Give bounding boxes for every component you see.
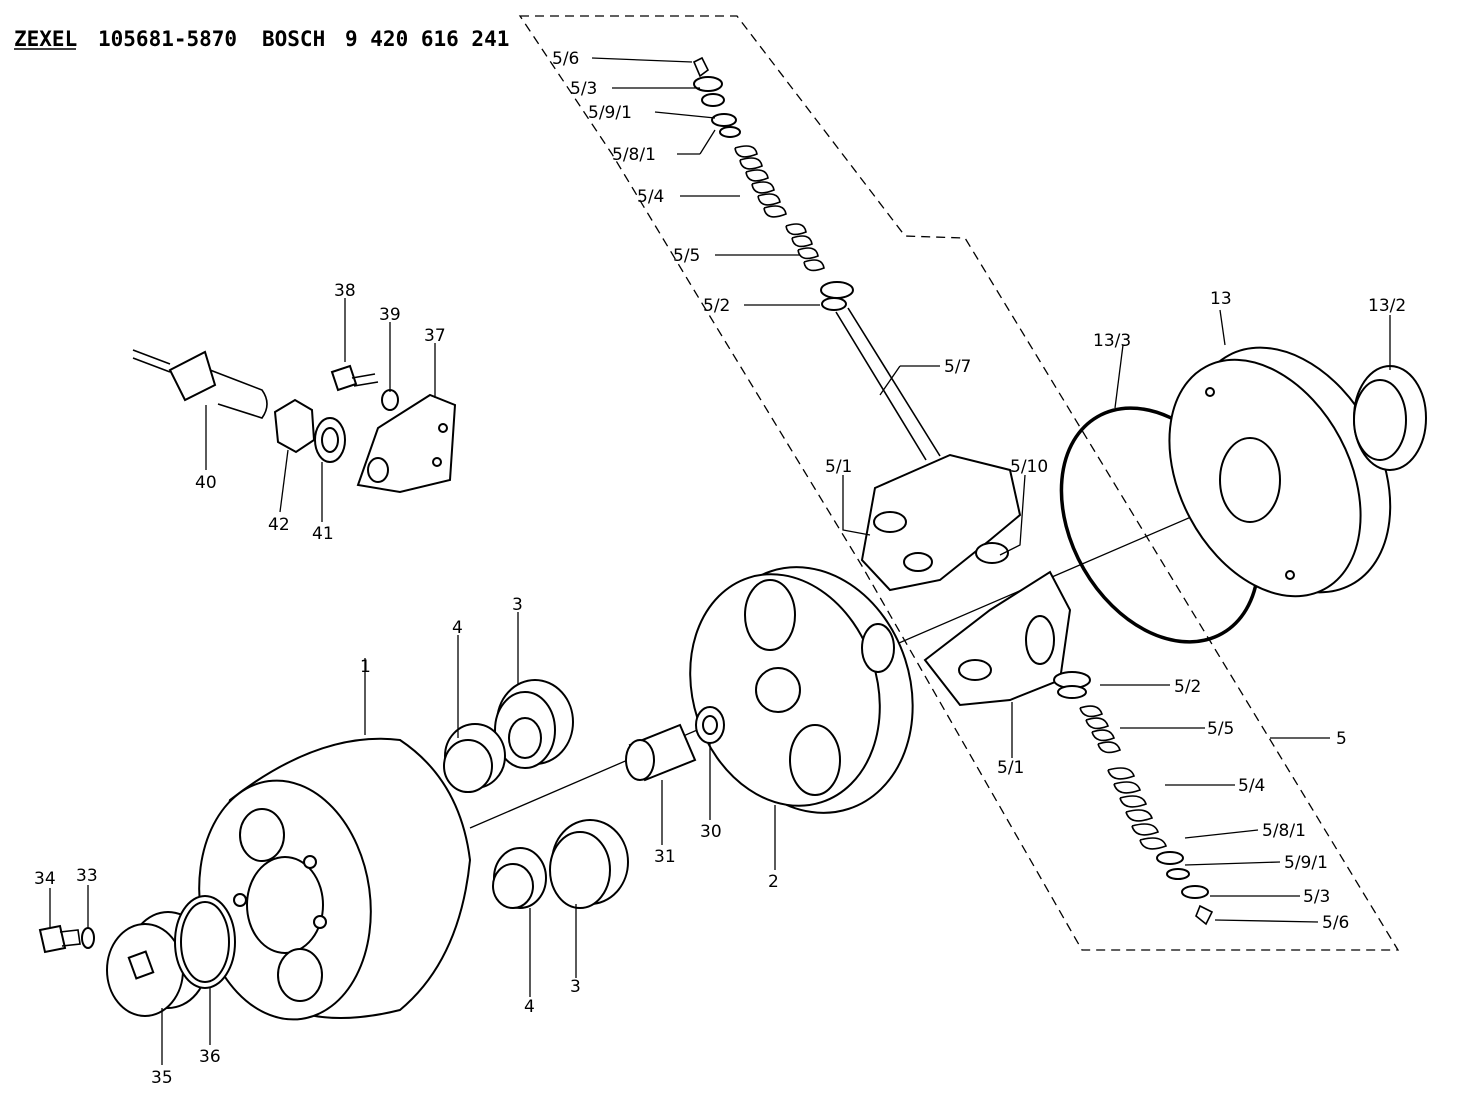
- label-40: 40: [195, 473, 217, 493]
- part-labels: 5/6 5/3 5/9/1 5/8/1 5/4 5/5 5/2 5/7 5/1 …: [34, 49, 1406, 1088]
- screw-34: [38, 924, 81, 954]
- ring-36: [174, 895, 236, 989]
- label-5-6-top: 5/6: [552, 49, 579, 69]
- label-5-6-bottom: 5/6: [1322, 913, 1349, 933]
- label-35: 35: [151, 1068, 173, 1088]
- washer-33: [81, 927, 95, 949]
- cam-plate-2: [689, 566, 914, 814]
- label-5-1-bottom: 5/1: [997, 758, 1024, 778]
- bosch-part-number: 9 420 616 241: [345, 27, 509, 51]
- lower-valve-assembly: [1053, 671, 1214, 926]
- label-33: 33: [76, 866, 98, 886]
- upper-roller-block-5-1: [860, 453, 1022, 592]
- label-5-2-top: 5/2: [703, 296, 730, 316]
- lower-roller-block-5-1: [923, 570, 1072, 707]
- label-5-4-bottom: 5/4: [1238, 776, 1265, 796]
- seal-13-2: [1353, 365, 1427, 471]
- roller-4-top: [443, 723, 506, 793]
- label-5-9-1-bottom: 5/9/1: [1284, 853, 1328, 873]
- label-5-3-top: 5/3: [570, 79, 597, 99]
- label-30: 30: [700, 822, 722, 842]
- label-34: 34: [34, 869, 56, 889]
- washer-39: [381, 389, 399, 411]
- main-body-1: [198, 737, 472, 1021]
- label-5-8-1-top: 5/8/1: [612, 145, 656, 165]
- bolt-38: [330, 364, 379, 392]
- label-5-1-top: 5/1: [825, 457, 852, 477]
- sensor-40: [132, 349, 268, 419]
- label-13-2: 13/2: [1368, 296, 1406, 316]
- label-5-10: 5/10: [1010, 457, 1048, 477]
- washer-30: [695, 706, 725, 744]
- label-36: 36: [199, 1047, 221, 1067]
- label-5-2-bottom: 5/2: [1174, 677, 1201, 697]
- bracket-37: [356, 393, 457, 494]
- label-4-top: 4: [452, 618, 463, 638]
- brand-bosch: BOSCH: [262, 27, 325, 51]
- label-37: 37: [424, 326, 446, 346]
- label-3-top: 3: [512, 595, 523, 615]
- label-5-9-1-top: 5/9/1: [588, 103, 632, 123]
- label-13: 13: [1210, 289, 1232, 309]
- label-5: 5: [1336, 729, 1347, 749]
- roller-3-top: [494, 679, 574, 769]
- label-5-5-bottom: 5/5: [1207, 719, 1234, 739]
- roller-3-bottom: [549, 819, 629, 909]
- assembly-5-outline: [518, 15, 1400, 951]
- label-5-3-bottom: 5/3: [1303, 887, 1330, 907]
- label-2: 2: [768, 872, 779, 892]
- zexel-part-number: 105681-5870: [98, 27, 237, 51]
- label-4-bottom: 4: [524, 997, 535, 1017]
- diagram-header: ZEXEL 105681-5870 BOSCH 9 420 616 241: [14, 27, 509, 51]
- upper-valve-assembly: [692, 56, 941, 461]
- leader-lines: [49, 57, 1391, 1065]
- cover-plate-13: [1168, 346, 1392, 598]
- label-5-5-top: 5/5: [673, 246, 700, 266]
- roller-4-bottom: [492, 847, 547, 909]
- label-41: 41: [312, 524, 334, 544]
- sleeve-31: [625, 723, 697, 782]
- washer-41: [314, 417, 346, 463]
- label-13-3: 13/3: [1093, 331, 1131, 351]
- label-42: 42: [268, 515, 290, 535]
- nut-42: [273, 398, 316, 454]
- label-31: 31: [654, 847, 676, 867]
- label-39: 39: [379, 305, 401, 325]
- label-5-7: 5/7: [944, 357, 971, 377]
- label-5-4-top: 5/4: [637, 187, 664, 207]
- brand-zexel: ZEXEL: [14, 27, 77, 51]
- label-1: 1: [360, 657, 371, 677]
- label-3-bottom: 3: [570, 977, 581, 997]
- label-5-8-1-bottom: 5/8/1: [1262, 821, 1306, 841]
- label-38: 38: [334, 281, 356, 301]
